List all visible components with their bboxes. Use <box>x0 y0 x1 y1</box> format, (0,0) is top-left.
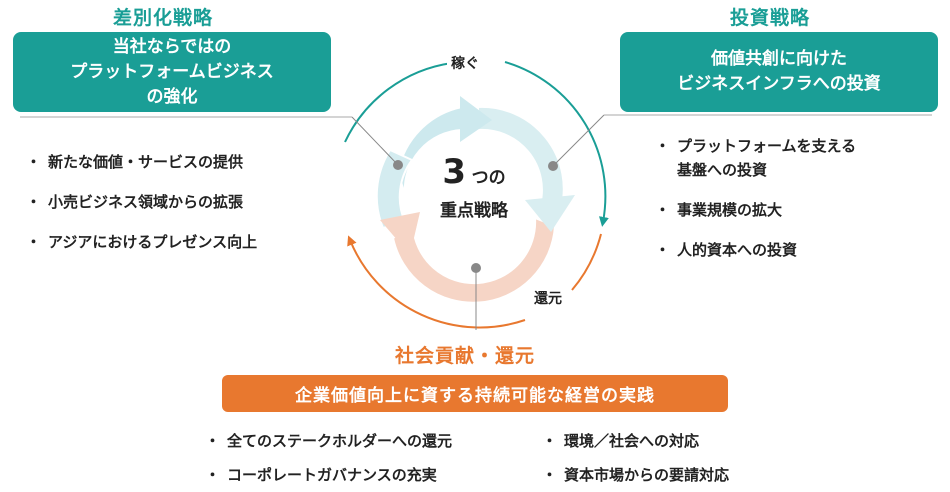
differentiation-item: アジアにおけるプレゼンス向上 <box>26 222 257 262</box>
contribution-item: コーポレートガバナンスの充実 <box>205 458 452 492</box>
differentiation-box-line-1: 当社ならではの <box>112 36 232 57</box>
connector-right-diag <box>552 114 605 167</box>
center-number-row: 3 つの <box>418 152 530 192</box>
center-suffix: つの <box>471 168 506 188</box>
inner-arrow-head-top <box>460 96 492 142</box>
contribution-item: 環境／社会への対応 <box>542 424 729 458</box>
contribution-list-left: 全てのステークホルダーへの還元 コーポレートガバナンスの充実 <box>205 424 452 492</box>
differentiation-box-line-2: プラットフォームビジネス <box>70 61 274 82</box>
investment-item: プラットフォームを支える 基盤への投資 <box>655 134 856 182</box>
contribution-item: 資本市場からの要請対応 <box>542 458 729 492</box>
differentiation-item: 小売ビジネス領域からの拡張 <box>26 182 257 222</box>
investment-box: 価値共創に向けた ビジネスインフラへの投資 <box>620 32 938 112</box>
differentiation-box: 当社ならではの プラットフォームビジネス の強化 <box>13 32 331 112</box>
center-caption: 3 つの 重点戦略 <box>418 152 530 221</box>
connector-dot-bottom <box>471 263 481 273</box>
differentiation-title: 差別化戦略 <box>113 7 214 29</box>
contribution-box: 企業価値向上に資する持続可能な経営の実践 <box>222 375 728 412</box>
outer-teal-arc <box>344 62 453 143</box>
investment-item-line-1: 事業規模の拡大 <box>677 201 783 219</box>
cycle-top-label: 稼ぐ <box>447 53 483 73</box>
outer-orange-arc <box>571 233 602 291</box>
differentiation-list: 新たな価値・サービスの提供 小売ビジネス領域からの拡張 アジアにおけるプレゼンス… <box>26 142 257 262</box>
inner-arrow-head-bottom <box>380 212 420 255</box>
outer-orange-arc-bottom <box>347 235 526 329</box>
differentiation-item: 新たな価値・サービスの提供 <box>26 142 257 182</box>
differentiation-box-line-3: の強化 <box>146 86 198 107</box>
contribution-list-right: 環境／社会への対応 資本市場からの要請対応 <box>542 424 729 492</box>
center-number: 3 <box>442 152 467 192</box>
inner-segment-left-ext <box>375 148 414 230</box>
inner-segment-bottom <box>391 216 557 304</box>
cycle-bottom-label: 還元 <box>530 288 566 308</box>
inner-arrow-head-right <box>525 195 575 232</box>
contribution-item: 全てのステークホルダーへの還元 <box>205 424 452 458</box>
investment-box-line-1: 価値共創に向けた <box>711 49 847 69</box>
center-label: 重点戦略 <box>440 201 508 221</box>
contribution-title: 社会貢献・還元 <box>395 345 536 367</box>
outer-teal-arc-right <box>504 61 609 227</box>
investment-item-line-1: プラットフォームを支える <box>677 137 857 155</box>
investment-box-line-2: ビジネスインフラへの投資 <box>677 74 881 94</box>
investment-item: 人的資本への投資 <box>655 238 856 262</box>
connector-left-diag <box>351 116 399 166</box>
investment-item-line-1: 人的資本への投資 <box>677 241 798 259</box>
investment-item-line-2: 基盤への投資 <box>677 161 768 179</box>
investment-title: 投資戦略 <box>730 7 811 29</box>
connector-dot-left <box>393 160 403 170</box>
connector-dot-right <box>548 161 558 171</box>
investment-item: 事業規模の拡大 <box>655 198 856 222</box>
investment-list: プラットフォームを支える 基盤への投資 事業規模の拡大 人的資本への投資 <box>655 134 856 262</box>
